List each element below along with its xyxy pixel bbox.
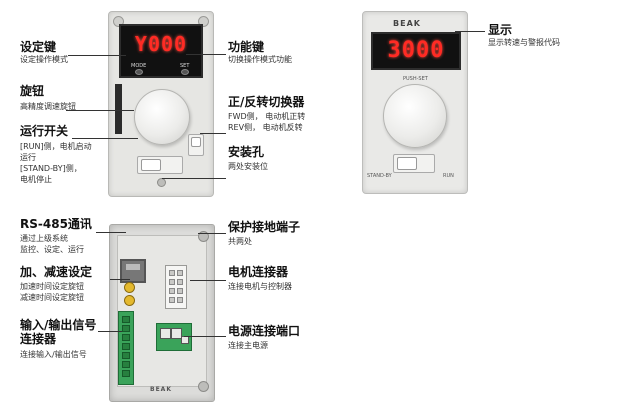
leader-line [110, 279, 130, 280]
side-strip [115, 84, 122, 134]
brand-logo: BEAK [393, 19, 421, 28]
set-button[interactable] [181, 69, 189, 75]
mode-label: MODE [131, 63, 147, 69]
speed-knob[interactable] [383, 84, 447, 148]
annotation-fwd-rev: 正/反转切换器 FWD侧， 电动机正转 REV侧， 电动机反转 [228, 95, 306, 132]
annotation-set-key: 设定键 设定操作模式 [20, 40, 68, 64]
leader-line [162, 178, 226, 179]
speed-knob[interactable] [134, 89, 190, 145]
leader-line [66, 110, 134, 111]
screw-icon [113, 16, 124, 27]
leader-line [72, 138, 138, 139]
run-switch[interactable] [393, 154, 435, 173]
decel-trim-knob[interactable] [124, 295, 135, 306]
annotation-display: 显示 显示转速与警报代码 [488, 23, 560, 47]
run-switch[interactable] [137, 156, 183, 174]
front-panel-right: BEAK 3000 PUSH-SET STAND-BY RUN [362, 11, 468, 194]
leader-line [68, 55, 126, 56]
annotation-accel: 加、减速设定 加速时间设定旋钮 减速时间设定旋钮 [20, 265, 93, 302]
run-label: RUN [443, 173, 454, 179]
screw-icon [198, 16, 209, 27]
power-connector[interactable] [156, 323, 192, 351]
leader-line [96, 232, 126, 233]
mount-hole-icon [157, 178, 166, 187]
annotation-ground: 保护接地端子 共两处 [228, 220, 301, 246]
accel-trim-knob[interactable] [124, 282, 135, 293]
leader-line [184, 336, 226, 337]
leader-line [200, 133, 226, 134]
rs485-port[interactable] [120, 259, 146, 283]
leader-line [198, 233, 226, 234]
leader-line [190, 280, 226, 281]
rear-panel: BEAK [109, 224, 215, 402]
set-label: SET [180, 63, 190, 69]
annotation-motor-connector: 电机连接器 连接电机与控制器 [228, 265, 292, 291]
io-signal-connector[interactable] [118, 311, 134, 385]
annotation-func-key: 功能键 切换操作模式功能 [228, 40, 292, 64]
annotation-run-switch: 运行开关 [RUN]侧，电机启动 运行 [STAND-BY]侧， 电机停止 [20, 124, 92, 184]
speed-display: 3000 [371, 32, 461, 70]
display-digits: Y000 [134, 32, 188, 56]
display-digits: 3000 [387, 38, 445, 63]
brand-logo: BEAK [150, 386, 172, 393]
ground-terminal-icon [198, 381, 209, 392]
standby-label: STAND-BY [367, 173, 392, 179]
annotation-power-connector: 电源连接端口 连接主电源 [228, 324, 301, 350]
leader-line [186, 54, 226, 55]
annotation-rs485: RS-485通讯 通过上级系统 监控、设定、运行 [20, 217, 92, 254]
speed-display: Y000 MODE SET [119, 24, 203, 78]
push-set-caption: PUSH-SET [403, 76, 428, 82]
fwd-rev-switch[interactable] [188, 134, 204, 156]
ground-terminal-icon [198, 231, 209, 242]
annotation-knob: 旋钮 高精度调速旋钮 [20, 84, 76, 111]
annotation-mount-hole: 安装孔 两处安装位 [228, 145, 268, 171]
leader-line [98, 331, 122, 332]
annotation-io-signal: 输入/输出信号 连接器 连接输入/输出信号 [20, 318, 97, 359]
mode-button[interactable] [135, 69, 143, 75]
motor-connector[interactable] [165, 265, 187, 309]
front-panel: Y000 MODE SET [108, 11, 214, 197]
leader-line [455, 31, 485, 32]
